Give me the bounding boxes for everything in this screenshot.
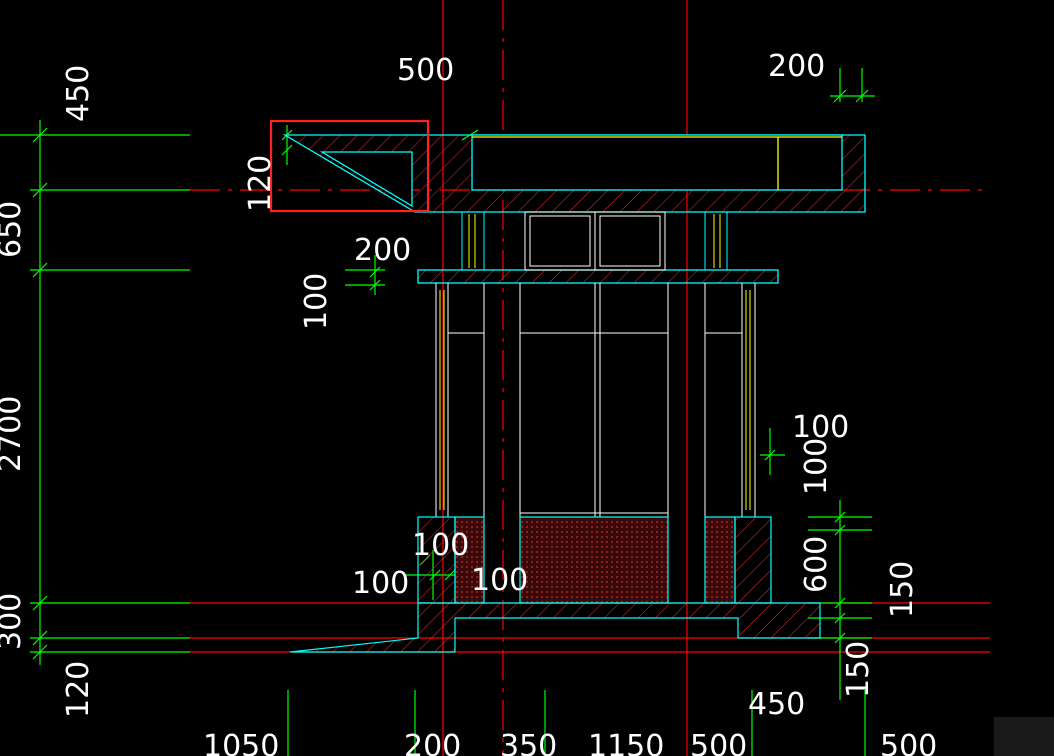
canopy-triangle-fill [319, 151, 413, 208]
tick [369, 279, 381, 291]
tick [281, 144, 293, 156]
upper-window-band [461, 211, 728, 271]
base-fill-2 [519, 516, 669, 604]
dim-text-right-150-b: 150 [841, 641, 876, 698]
dimension-lines [0, 68, 875, 756]
floor-slab [289, 602, 821, 653]
tick [833, 89, 847, 103]
tick [834, 632, 846, 644]
lintel-beam [417, 269, 779, 284]
upper-post-left [461, 211, 485, 271]
tick [834, 597, 846, 609]
tick [32, 127, 48, 143]
dim-text-canopy-120: 120 [243, 155, 278, 212]
tick [855, 89, 869, 103]
dim-text-top-200: 200 [768, 49, 825, 84]
dim-text-right-100-a: 100 [792, 410, 849, 445]
dim-text-bottom-200: 200 [404, 729, 461, 756]
base-fill-3 [704, 516, 736, 604]
dim-text-bottom-500-b: 500 [880, 729, 937, 756]
tick [369, 266, 381, 278]
tick [32, 644, 48, 660]
canopy-void [471, 134, 843, 191]
upper-window-pane-1 [529, 215, 591, 267]
corner-panel [994, 717, 1054, 756]
dim-text-base-100-a: 100 [412, 528, 469, 563]
dim-text-right-600: 600 [799, 536, 834, 593]
base-post-right [734, 516, 772, 604]
dim-text-right-150-a: 150 [885, 561, 920, 618]
tick [834, 612, 846, 624]
dim-text-canopy-200: 200 [354, 233, 411, 268]
main-glazing [435, 283, 756, 600]
dimension-labels: 500 200 450 650 2700 300 120 120 200 100… [0, 49, 937, 756]
tick [32, 630, 48, 646]
dim-text-canopy-100: 100 [299, 273, 334, 330]
dim-text-left-2700: 2700 [0, 396, 28, 472]
tick [834, 511, 846, 523]
dim-text-left-120: 120 [61, 661, 96, 718]
dim-text-bottom-500-a: 500 [690, 729, 747, 756]
dim-text-bottom-450: 450 [748, 687, 805, 722]
dim-text-base-100-b: 100 [352, 566, 409, 601]
lintel-rect [417, 269, 779, 284]
tick [834, 524, 846, 536]
upper-post-right [704, 211, 728, 271]
tick [764, 449, 776, 461]
dim-text-right-100-b: 100 [799, 438, 834, 495]
highlight-box[interactable] [269, 119, 430, 213]
dim-text-left-650: 650 [0, 201, 28, 258]
dim-text-bottom-350: 350 [500, 729, 557, 756]
dim-text-left-450: 450 [61, 65, 96, 122]
tick [32, 595, 48, 611]
dim-text-base-100-c: 100 [471, 563, 528, 598]
tick [32, 262, 48, 278]
dim-text-bottom-1150: 1150 [588, 729, 664, 756]
upper-window-pane-2 [599, 215, 661, 267]
canopy-slab [282, 134, 866, 213]
masonry-base [289, 516, 821, 653]
dim-text-top-500: 500 [397, 53, 454, 88]
dim-text-bottom-1050: 1050 [203, 729, 279, 756]
dim-text-left-300: 300 [0, 593, 28, 650]
tick [32, 182, 48, 198]
